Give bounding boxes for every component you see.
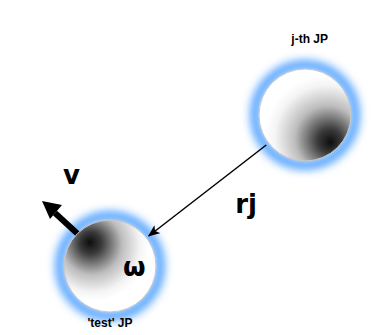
particle-body: [259, 69, 351, 161]
velocity-arrowhead: [42, 201, 62, 219]
vector-label: rj: [235, 189, 257, 219]
particle-label: j-th JP: [291, 32, 328, 46]
velocity-label: v: [63, 160, 80, 190]
particle-outline: [258, 68, 352, 162]
glow-halo: [255, 65, 355, 165]
velocity-arrow: [55, 213, 80, 236]
particle-body: [64, 220, 156, 312]
particle-label: 'test' JP: [87, 316, 132, 330]
janus-particle: j-th JP: [258, 68, 352, 162]
angular-velocity-label: ω: [123, 252, 146, 282]
separation-vector: [149, 145, 267, 236]
